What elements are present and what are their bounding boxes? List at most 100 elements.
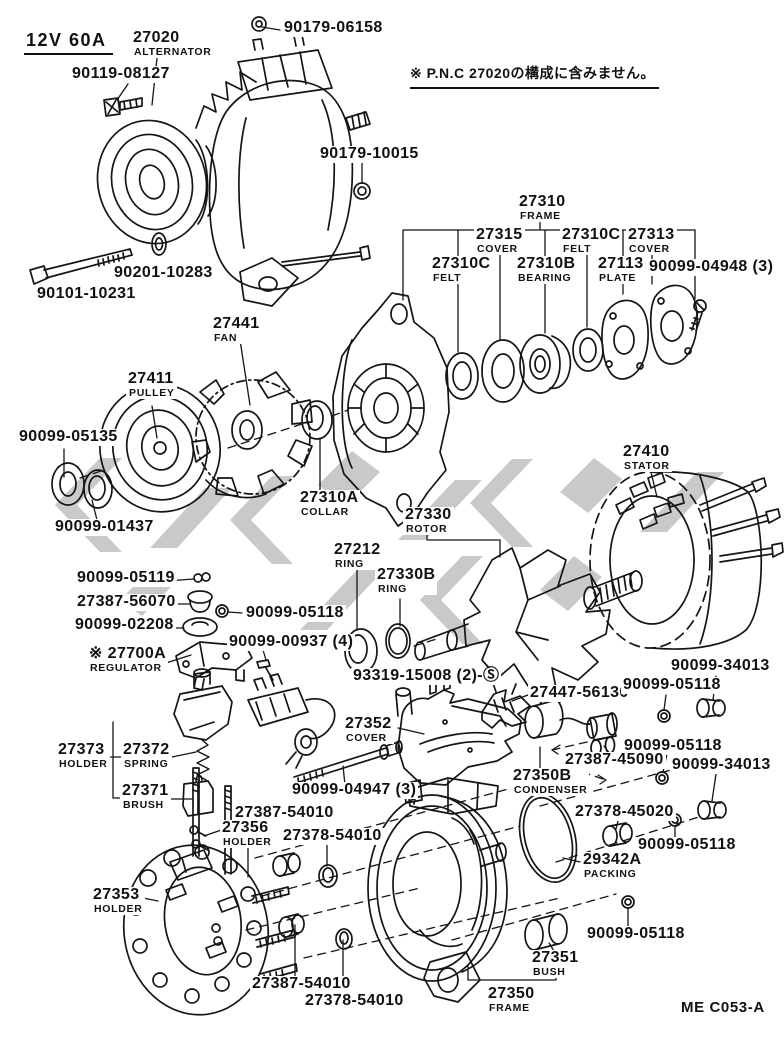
label-90099-05118-d: 90099-05118 — [636, 836, 738, 854]
part-number: 27387-45090 — [565, 751, 664, 768]
part-number: 90099-02208 — [75, 616, 174, 633]
part-number: 90201-10283 — [114, 264, 213, 281]
part-number: 27387-56070 — [77, 593, 176, 610]
part-number: 27353 — [93, 886, 140, 903]
part-caption: RING — [378, 582, 408, 595]
label-90099-05118-b: 90099-05118 — [621, 676, 723, 694]
label-27378-54010-a: 27378-54010 — [281, 827, 384, 845]
part-number: 93319-15008 (2)-Ⓢ — [353, 667, 500, 684]
part-caption: SPRING — [124, 757, 169, 770]
part-caption: FAN — [214, 331, 238, 344]
label-27447-56130: 27447-56130 — [528, 684, 631, 702]
frame-bushes-drawing — [272, 822, 633, 950]
part-number: 27310A — [300, 489, 359, 506]
label-90099-34013-b: 90099-34013 — [670, 756, 773, 774]
pulley-rings-drawing — [51, 400, 333, 509]
part-number: 90099-05135 — [19, 428, 118, 445]
cover-bolt-drawing — [293, 740, 403, 785]
label-90099-04947: 90099-04947 (3) — [290, 781, 419, 799]
part-number: 90101-10231 — [37, 285, 136, 302]
frame-bush-drawing — [524, 913, 568, 951]
part-number: 90119-08127 — [72, 65, 170, 82]
part-number: 27356 — [222, 819, 269, 836]
part-number: 27212 — [334, 541, 381, 558]
part-caption: RING — [335, 557, 365, 570]
part-number: 27310C — [562, 226, 621, 243]
part-number: 90099-05118 — [624, 737, 722, 754]
part-number: 27315 — [476, 226, 523, 243]
label-90099-05118-c: 90099-05118 — [622, 737, 724, 755]
part-number: 27410 — [623, 443, 670, 460]
part-number: 90099-34013 — [671, 657, 770, 674]
label-90099-05118-a: 90099-05118 — [244, 604, 346, 622]
part-caption: BUSH — [533, 965, 566, 978]
regulator-small-parts-drawing — [182, 572, 218, 637]
part-number: 90179-06158 — [284, 19, 383, 36]
label-90099-00937: 90099-00937 (4) — [227, 633, 356, 651]
part-caption: BEARING — [518, 271, 572, 284]
part-number: 29342A — [583, 851, 642, 868]
part-number: 90179-10015 — [320, 145, 419, 162]
part-caption: FELT — [433, 271, 462, 284]
insulator-bushes-drawing — [696, 698, 727, 820]
direction-arrowheads — [551, 744, 607, 785]
part-caption: COVER — [477, 242, 518, 255]
label-90119-08127: 90119-08127 — [70, 65, 172, 83]
part-number: 27378-54010 — [305, 992, 404, 1009]
part-caption: COLLAR — [301, 505, 349, 518]
rotor-drawing — [414, 547, 643, 689]
part-caption: HOLDER — [94, 902, 143, 915]
part-number: 90099-05118 — [623, 676, 721, 693]
label-90099-34013-a: 90099-34013 — [669, 657, 772, 675]
part-number: 27371 — [122, 782, 169, 799]
part-number: 90099-04947 (3) — [292, 781, 417, 798]
part-caption: REGULATOR — [90, 661, 162, 674]
part-number: ※ 27700A — [89, 645, 167, 662]
part-number: 27387-54010 — [252, 975, 351, 992]
part-number: 27020 — [133, 29, 180, 46]
label-90099-05119: 90099-05119 — [75, 569, 177, 587]
part-number: 90099-01437 — [55, 518, 154, 535]
part-number: 27310 — [519, 193, 566, 210]
rear-frame-drawing — [367, 777, 508, 1003]
label-90099-04948: 90099-04948 (3) — [647, 258, 776, 276]
diagram-code: ME C053-A — [681, 999, 765, 1016]
part-caption: COVER — [346, 731, 387, 744]
part-number: 90099-04948 (3) — [649, 258, 774, 275]
label-27378-45020: 27378-45020 — [573, 803, 676, 821]
bearing-parts-row-drawing — [445, 284, 707, 403]
part-number: 27378-54010 — [283, 827, 382, 844]
label-90099-05118-e: 90099-05118 — [585, 925, 687, 943]
part-caption: HOLDER — [223, 835, 272, 848]
part-number: 90099-05118 — [638, 836, 736, 853]
alternator-assembly-drawing — [96, 16, 371, 307]
part-caption: COVER — [629, 242, 670, 255]
part-caption: PULLEY — [129, 386, 175, 399]
part-number: 27411 — [128, 370, 174, 387]
part-caption: FELT — [563, 242, 592, 255]
part-number: 27313 — [628, 226, 675, 243]
part-number: 27441 — [213, 315, 260, 332]
rectifier-cover-drawing — [395, 676, 522, 786]
part-number: 27378-45020 — [575, 803, 674, 820]
label-90179-10015: 90179-10015 — [318, 145, 421, 163]
part-number: 27352 — [345, 715, 392, 732]
label-90201-10283: 90201-10283 — [112, 264, 215, 282]
part-caption: STATOR — [624, 459, 670, 472]
brush-assy-drawing — [481, 677, 531, 729]
